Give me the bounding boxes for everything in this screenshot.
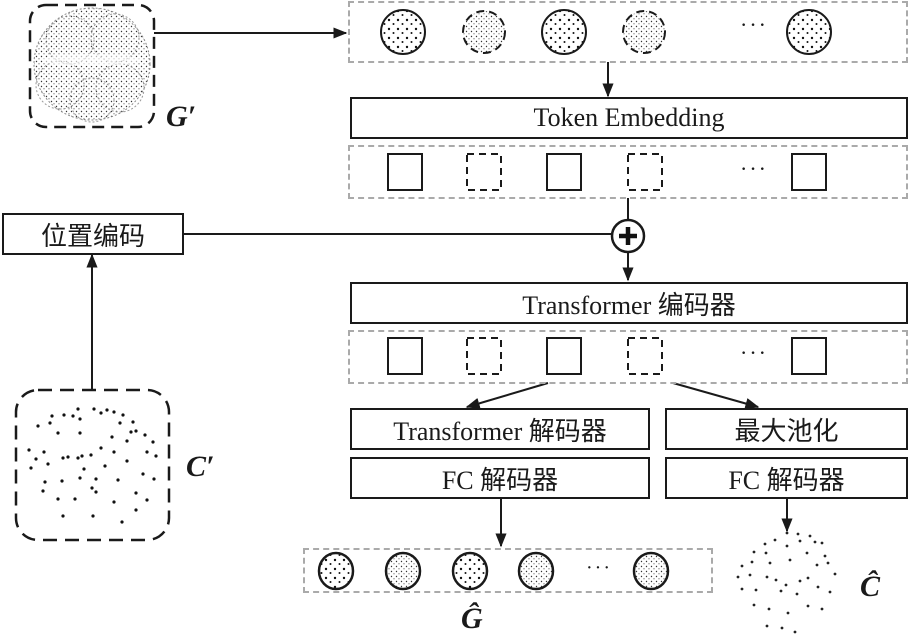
arrow-to-max-pooling [672, 382, 760, 409]
reconstructed-patches-label: Ĝ [461, 602, 483, 635]
fc-decoder-left-block: FC 解码器 [350, 457, 650, 499]
encoded-row-squares [387, 337, 827, 375]
token-sequence-group [348, 145, 908, 199]
token-row-squares [387, 153, 827, 191]
patch-sequence-group [348, 1, 908, 63]
patch-row-circles [380, 9, 832, 55]
token-row-ellipsis: ··· [740, 156, 768, 181]
patch-row-ellipsis: ··· [740, 12, 768, 37]
full-point-cloud-image [28, 3, 156, 129]
coarse-point-cloud-image [14, 388, 171, 542]
encoded-row-ellipsis: ··· [740, 340, 768, 365]
encoded-sequence-group [348, 330, 908, 384]
coarse-cloud-label: C′ [186, 450, 215, 483]
arrow-to-transformer-decoder [465, 382, 549, 409]
output-row-ellipsis: ··· [586, 557, 612, 579]
reconstructed-centers-label: Ĉ [860, 570, 881, 603]
output-row-circles [317, 551, 670, 591]
transformer-decoder-block: Transformer 解码器 [350, 408, 650, 450]
full-cloud-label: G′ [166, 100, 197, 133]
reconstructed-patches-group [303, 548, 713, 593]
reconstructed-center-cloud [736, 531, 837, 634]
transformer-encoder-block: Transformer 编码器 [350, 282, 908, 324]
positional-encoding-block: 位置编码 [2, 213, 184, 255]
add-operator-icon [610, 218, 646, 254]
token-embedding-block: Token Embedding [350, 97, 908, 139]
max-pooling-block: 最大池化 [665, 408, 908, 450]
fc-decoder-right-block: FC 解码器 [665, 457, 908, 499]
